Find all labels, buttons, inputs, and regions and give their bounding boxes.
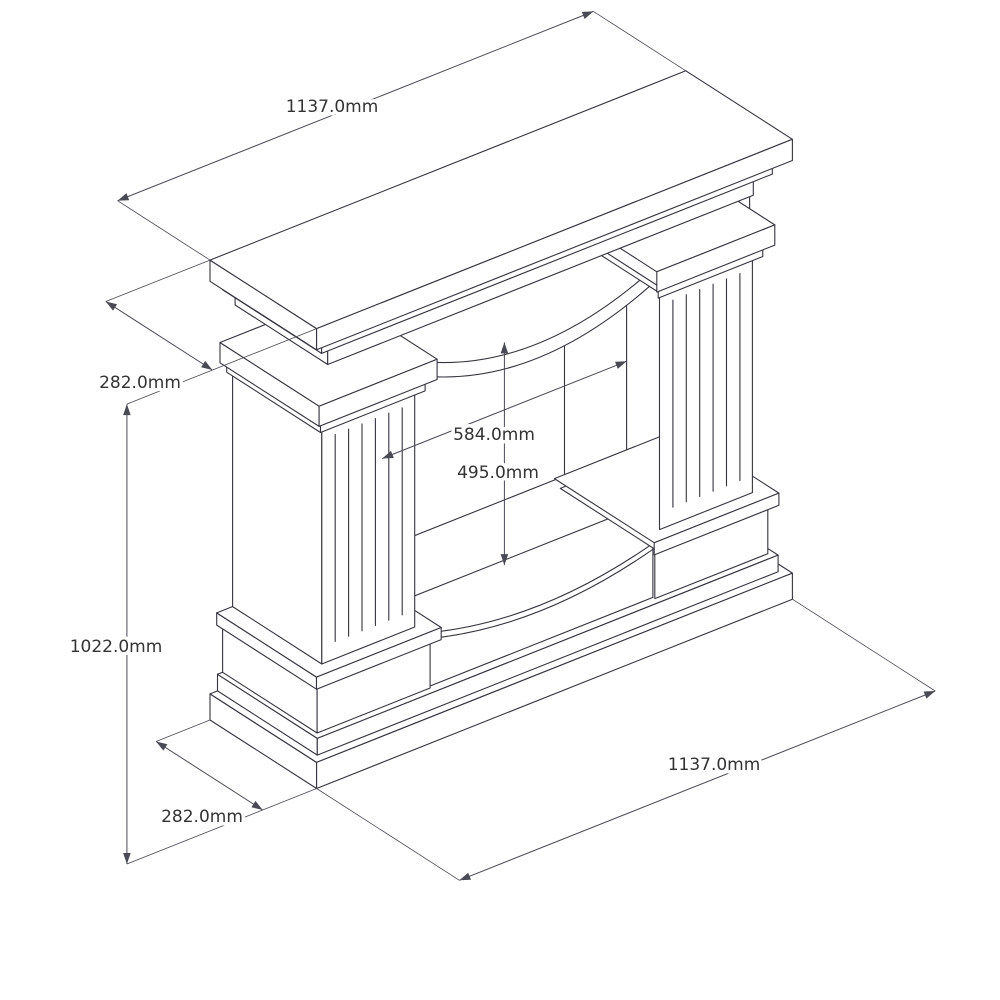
dimension-line [117,10,594,202]
dimension-label-top-width: 1137.0mm [286,97,379,117]
surface-face [316,138,793,351]
dimension-label-total-height: 1022.0mm [70,637,163,657]
dimension-line [459,690,936,881]
arrowhead [459,872,471,881]
dimension-label-base-width: 1137.0mm [668,755,761,775]
dimension-label-opening-height: 495.0mm [457,463,539,483]
arrowhead [156,741,168,751]
arrowhead [105,301,118,311]
surface-face [315,626,442,690]
surface-face [656,224,776,293]
dimension-label-opening-width: 584.0mm [453,425,535,445]
extension-line [105,259,211,302]
extension-line [593,11,687,72]
extension-line [792,598,936,692]
arrowhead [615,361,627,369]
surface-face [318,358,438,427]
extension-line [126,788,317,865]
arrowhead [581,11,594,19]
dimension-label-shelf-depth: 282.0mm [99,373,181,393]
extension-line [155,719,211,742]
dimension-labels: 1137.0mm 282.0mm 584.0mm 495.0mm 1022.0m… [66,94,764,831]
arrowhead [500,342,509,354]
arrowhead [117,193,130,201]
surface-face [427,542,654,688]
dimension-line [155,741,263,811]
arrowhead [500,554,509,566]
dimension-line [105,301,213,371]
arrowhead [923,691,936,699]
arrowhead [123,404,131,416]
fireplace-drawing [209,70,793,790]
surface-face [653,492,780,556]
dimension-annotations [105,10,936,881]
arrowhead [123,853,131,864]
surface-face [316,572,793,790]
dimension-label-base-depth: 282.0mm [161,807,243,827]
extension-line [126,328,317,405]
arrowhead [251,800,263,810]
arrowhead [382,450,394,459]
edge-line [427,548,654,640]
arrowhead [201,360,213,370]
extension-line [117,200,211,261]
edge-line [423,271,650,364]
surface-face [316,554,779,756]
extension-line [316,788,460,881]
